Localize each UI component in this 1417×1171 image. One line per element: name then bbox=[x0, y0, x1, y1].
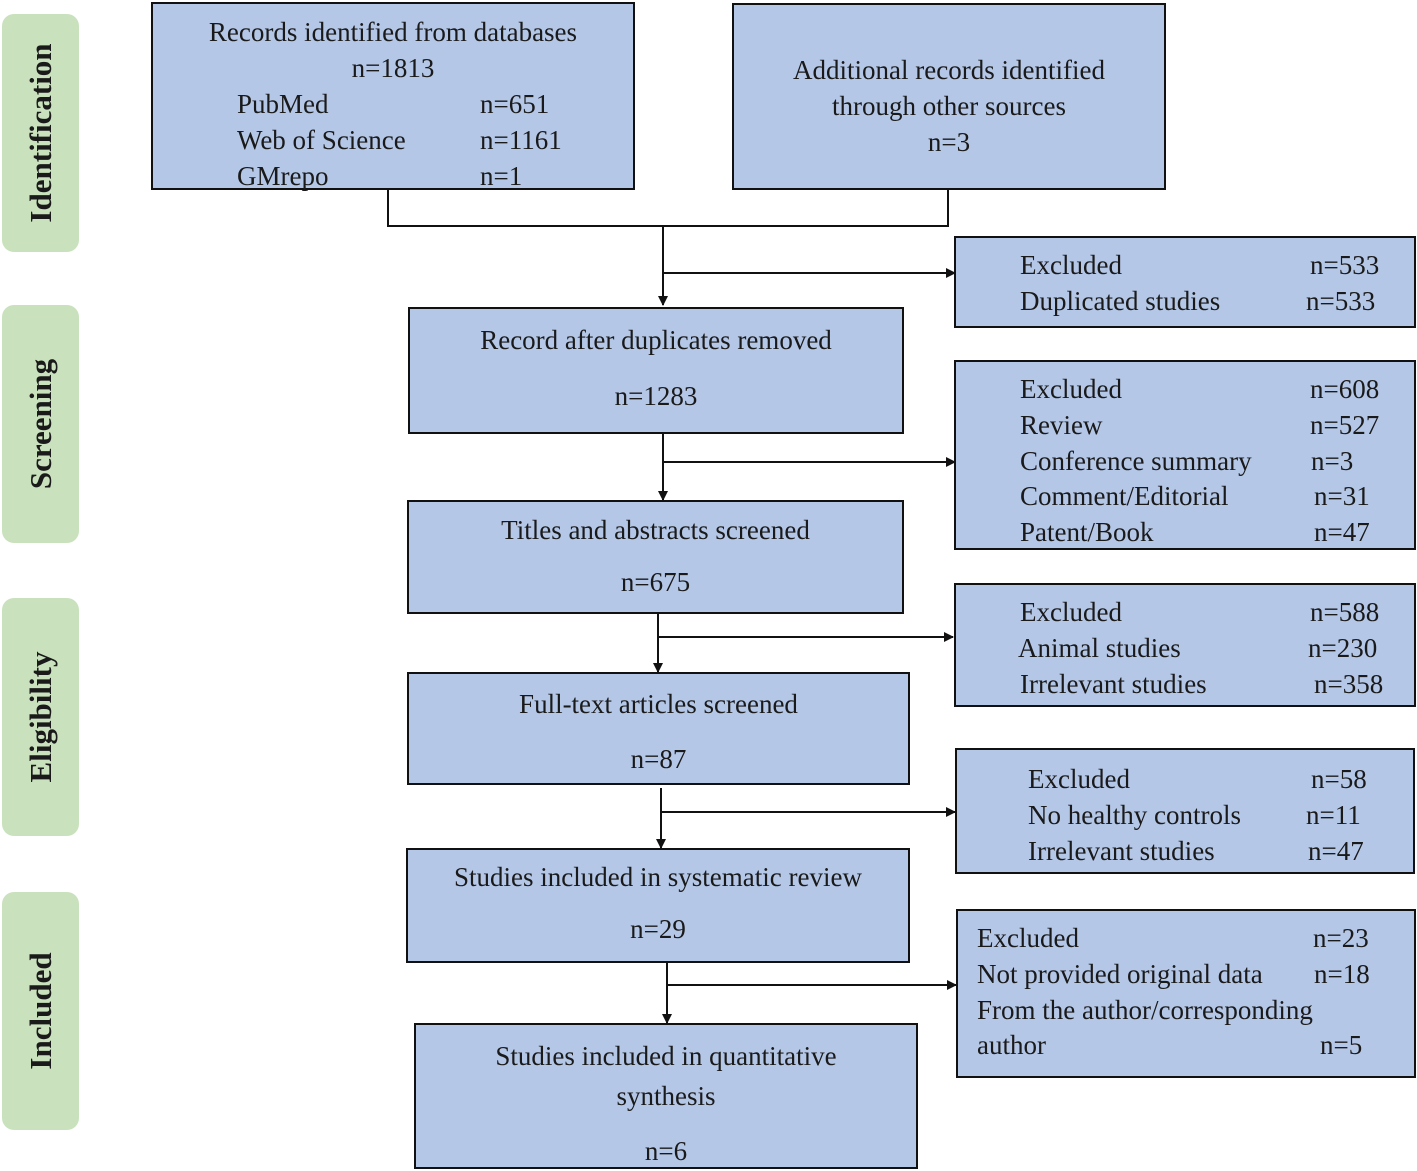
excl-count: n=23 bbox=[1313, 923, 1369, 953]
excl-label: Conference summary bbox=[1020, 446, 1252, 476]
excl-count: n=47 bbox=[1314, 517, 1370, 547]
excl-screening-box: Excluded n=608 Review n=527 Conference s… bbox=[954, 360, 1416, 550]
phase-eligibility: Eligibility bbox=[2, 598, 79, 836]
excl-label: Irrelevant studies bbox=[1028, 836, 1215, 866]
screened-title: Titles and abstracts screened bbox=[501, 515, 810, 545]
dedup-box: Record after duplicates removed n=1283 bbox=[408, 307, 904, 434]
excl-label: Review bbox=[1020, 410, 1103, 440]
fulltext-count: n=87 bbox=[630, 744, 687, 774]
excl-duplicates-box: Excluded n=533 Duplicated studies n=533 bbox=[954, 236, 1416, 328]
quant-count: n=6 bbox=[644, 1136, 688, 1166]
databases-box: Records identified from databases n=1813… bbox=[151, 2, 635, 191]
source-count: n=1 bbox=[480, 161, 523, 191]
other-sources-count: n=3 bbox=[927, 127, 971, 157]
excl-count: n=18 bbox=[1314, 959, 1370, 989]
phase-included: Included bbox=[2, 892, 79, 1130]
excl-fulltext-box: Excluded n=58 No healthy controls n=11 I… bbox=[955, 748, 1415, 874]
excl-label: From the author/corresponding bbox=[977, 995, 1313, 1025]
excl-label: Duplicated studies bbox=[1020, 286, 1221, 316]
source-name: GMrepo bbox=[237, 161, 329, 191]
phase-identification: Identification bbox=[2, 14, 79, 252]
quant-title-line1: Studies included in quantitative bbox=[495, 1041, 837, 1071]
excl-label: Irrelevant studies bbox=[1020, 669, 1207, 699]
excl-label: Excluded bbox=[977, 923, 1079, 953]
excl-label: Animal studies bbox=[1018, 633, 1181, 663]
source-count: n=1161 bbox=[480, 125, 562, 155]
excl-count: n=31 bbox=[1314, 481, 1370, 511]
systematic-title: Studies included in systematic review bbox=[454, 862, 862, 892]
databases-total: n=1813 bbox=[351, 53, 435, 83]
source-count: n=651 bbox=[480, 89, 550, 119]
dedup-title: Record after duplicates removed bbox=[480, 325, 832, 355]
excl-count: n=608 bbox=[1310, 374, 1380, 404]
excl-label: Excluded bbox=[1028, 764, 1130, 794]
excl-count: n=527 bbox=[1310, 410, 1380, 440]
fulltext-title: Full-text articles screened bbox=[519, 689, 798, 719]
source-name: Web of Science bbox=[237, 125, 406, 155]
dedup-count: n=1283 bbox=[614, 381, 698, 411]
excl-count: n=3 bbox=[1311, 446, 1354, 476]
excl-label: Patent/Book bbox=[1020, 517, 1154, 547]
other-sources-line1: Additional records identified bbox=[793, 55, 1105, 85]
merge-connector bbox=[387, 189, 949, 227]
excl-count: n=11 bbox=[1306, 800, 1361, 830]
excl-count: n=58 bbox=[1311, 764, 1367, 794]
phase-label: Identification bbox=[22, 43, 58, 223]
excl-label: author bbox=[977, 1030, 1046, 1060]
excl-label: No healthy controls bbox=[1028, 800, 1241, 830]
other-sources-box: Additional records identified through ot… bbox=[732, 3, 1166, 190]
quant-title-line2: synthesis bbox=[616, 1081, 716, 1111]
excl-count: n=358 bbox=[1314, 669, 1384, 699]
excl-count: n=5 bbox=[1320, 1030, 1363, 1060]
databases-title: Records identified from databases bbox=[208, 17, 578, 47]
fulltext-box: Full-text articles screened n=87 bbox=[407, 672, 910, 785]
excl-count: n=533 bbox=[1306, 286, 1376, 316]
excl-label: Excluded bbox=[1020, 374, 1122, 404]
excl-eligibility-box: Excluded n=588 Animal studies n=230 Irre… bbox=[954, 583, 1416, 707]
other-sources-line2: through other sources bbox=[832, 91, 1066, 121]
excl-count: n=588 bbox=[1310, 597, 1380, 627]
phase-label: Eligibility bbox=[22, 651, 58, 783]
systematic-count: n=29 bbox=[630, 914, 686, 944]
systematic-box: Studies included in systematic review n=… bbox=[406, 848, 910, 963]
phase-screening: Screening bbox=[2, 305, 79, 543]
excl-label: Excluded bbox=[1020, 250, 1122, 280]
phase-label: Screening bbox=[22, 358, 58, 490]
screened-count: n=675 bbox=[620, 567, 691, 597]
excl-label: Comment/Editorial bbox=[1020, 481, 1229, 511]
excl-count: n=47 bbox=[1308, 836, 1364, 866]
excl-label: Not provided original data bbox=[977, 959, 1263, 989]
excl-count: n=533 bbox=[1310, 250, 1380, 280]
phase-label: Included bbox=[22, 952, 58, 1070]
excl-label: Excluded bbox=[1020, 597, 1122, 627]
source-name: PubMed bbox=[237, 89, 329, 119]
excl-included-box: Excluded n=23 Not provided original data… bbox=[956, 909, 1416, 1078]
quant-box: Studies included in quantitative synthes… bbox=[414, 1023, 918, 1169]
excl-count: n=230 bbox=[1308, 633, 1378, 663]
screened-box: Titles and abstracts screened n=675 bbox=[407, 500, 904, 614]
